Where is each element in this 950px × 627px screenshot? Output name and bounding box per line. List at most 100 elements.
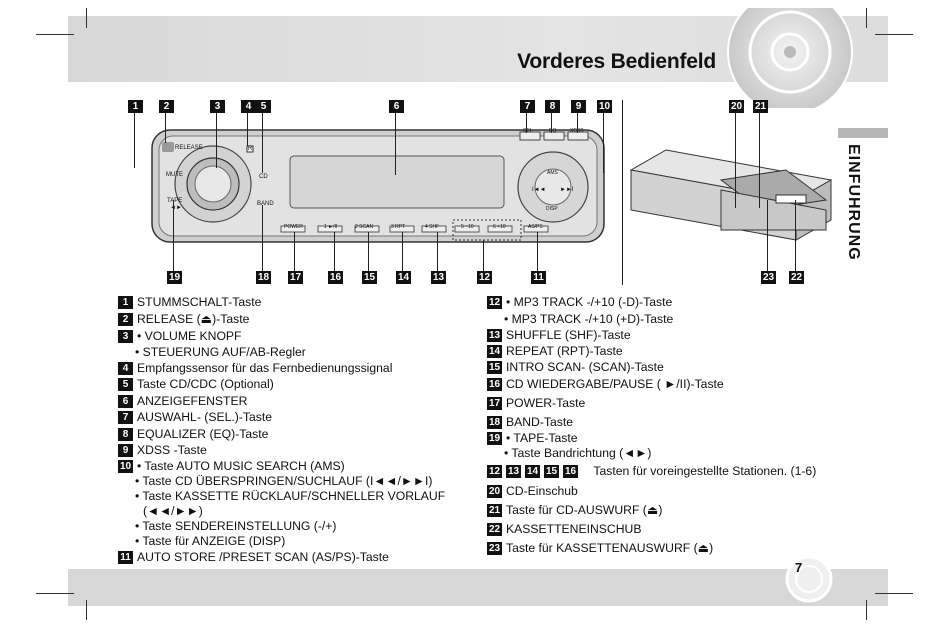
- legend-item-10-sub: • Taste für ANZEIGE (DISP): [135, 534, 286, 548]
- crop-mark: [866, 8, 867, 28]
- legend-item-10-sub: (◄◄/►►): [143, 504, 203, 518]
- leader-line: [134, 113, 135, 168]
- callout-4: 4: [241, 100, 256, 113]
- leader-line: [368, 232, 369, 271]
- leader-line: [334, 232, 335, 271]
- ir-sensor-label: R: [248, 146, 253, 152]
- crop-mark: [875, 34, 913, 35]
- page-title: Vorderes Bedienfeld: [517, 50, 716, 73]
- xdss-label: XDSS: [570, 128, 584, 134]
- legend-item-10-sub: • Taste KASSETTE RÜCKLAUF/SCHNELLER VORL…: [135, 489, 446, 503]
- legend-item-10: 10• Taste AUTO MUSIC SEARCH (AMS): [118, 459, 345, 473]
- prev-label: I◄◄: [532, 187, 546, 193]
- preset3-label: 3 RPT: [391, 224, 406, 230]
- callout-10: 10: [597, 100, 612, 113]
- leader-line: [173, 200, 174, 271]
- leader-line: [526, 113, 527, 133]
- leader-line: [262, 113, 263, 173]
- crop-mark: [36, 34, 74, 35]
- callout-9: 9: [571, 100, 586, 113]
- leader-line: [402, 232, 403, 271]
- band-label: BAND: [257, 201, 274, 207]
- callout-8: 8: [545, 100, 560, 113]
- sel-label: SEL: [523, 128, 533, 134]
- front-panel-diagram: [151, 129, 605, 243]
- page-number: 7: [795, 560, 803, 575]
- callout-17: 17: [288, 271, 303, 284]
- crop-mark: [866, 600, 867, 620]
- crop-mark: [875, 593, 913, 594]
- preset2-label: 2 SCAN: [355, 224, 374, 230]
- leader-line: [483, 240, 484, 271]
- next-label: ►►I: [560, 187, 574, 193]
- callout-14: 14: [396, 271, 411, 284]
- callout-12: 12: [477, 271, 492, 284]
- leader-line: [735, 113, 736, 208]
- leader-line: [603, 113, 604, 173]
- callout-2: 2: [159, 100, 174, 113]
- callout-20: 20: [729, 100, 744, 113]
- legend-item-12-sub: • MP3 TRACK -/+10 (+D)-Taste: [504, 312, 674, 326]
- legend-item-10-sub: • Taste CD ÜBERSPRINGEN/SUCHLAUF (I◄◄/►►…: [135, 474, 433, 488]
- side-tab-bar: [838, 128, 888, 138]
- callout-18: 18: [256, 271, 271, 284]
- disc-graphic: [727, 8, 853, 108]
- legend-item-19-sub: • Taste Bandrichtung (◄►): [504, 446, 652, 460]
- leader-line: [395, 113, 396, 175]
- chassis-diagram: [629, 149, 833, 241]
- leader-line: [294, 232, 295, 271]
- leader-line: [165, 113, 166, 143]
- leader-line: [437, 232, 438, 271]
- page-disc-graphic: [785, 557, 833, 603]
- legend-item-3-sub: • STEUERUNG AUF/AB-Regler: [135, 345, 306, 359]
- leader-line: [551, 113, 552, 133]
- power-label: POWER: [284, 224, 303, 230]
- footer-band: [68, 569, 888, 606]
- disp-label: DISP: [546, 206, 558, 212]
- callout-13: 13: [431, 271, 446, 284]
- eq-label: EQ: [549, 128, 557, 134]
- preset4-label: 4 SHF: [425, 224, 440, 230]
- asps-label: AS/PS: [528, 224, 543, 230]
- mute-label: MUTE: [166, 172, 183, 178]
- release-label: RELEASE: [175, 145, 203, 151]
- crop-mark: [36, 593, 74, 594]
- leader-line: [247, 113, 248, 146]
- legend-item-3: 3• VOLUME KNOPF: [118, 329, 242, 344]
- legend-item-19: 19• TAPE-Taste: [487, 431, 578, 445]
- tape-arrows: ◄►: [170, 205, 182, 211]
- callout-19: 19: [167, 271, 182, 284]
- leader-line: [795, 200, 796, 271]
- legend-item-10-sub: • Taste SENDEREINSTELLUNG (-/+): [135, 519, 337, 533]
- leader-line: [216, 113, 217, 168]
- leader-line: [262, 205, 263, 271]
- callout-11: 11: [531, 271, 546, 284]
- callout-6: 6: [389, 100, 404, 113]
- callout-15: 15: [362, 271, 377, 284]
- preset5-label: 5 −10: [461, 224, 474, 230]
- callout-16: 16: [328, 271, 343, 284]
- leader-line: [767, 200, 768, 271]
- leader-line: [537, 232, 538, 271]
- callout-7: 7: [520, 100, 535, 113]
- ams-label: AMS: [547, 170, 558, 176]
- preset6-label: 6 +10: [493, 224, 506, 230]
- callout-3: 3: [210, 100, 225, 113]
- crop-mark: [86, 8, 87, 28]
